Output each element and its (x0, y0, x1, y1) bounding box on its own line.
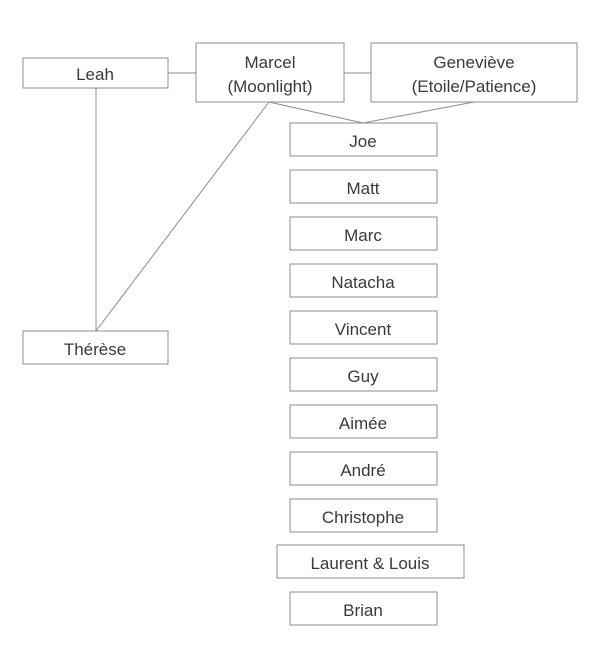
person-alias-marcel: (Moonlight) (227, 77, 312, 96)
person-box-therese: Thérèse (22, 330, 169, 365)
person-name-marc: Marc (344, 226, 382, 245)
person-name-laurent-louis: Laurent & Louis (310, 554, 429, 573)
person-name-matt: Matt (346, 179, 379, 198)
marcel-joe-connector (268, 101, 364, 124)
person-name-natacha: Natacha (331, 273, 395, 292)
person-box-natacha: Natacha (289, 263, 438, 298)
person-name-marcel: Marcel (244, 53, 295, 72)
person-name-brian: Brian (343, 601, 383, 620)
person-name-therese: Thérèse (64, 340, 126, 359)
person-box-aimee: Aimée (289, 404, 438, 439)
marcel-therese-connector (95, 101, 270, 332)
person-box-genevieve: Geneviève (Etoile/Patience) (370, 42, 578, 103)
genevieve-joe-connector (362, 101, 475, 124)
person-name-vincent: Vincent (335, 320, 392, 339)
person-name-aimee: Aimée (339, 414, 387, 433)
person-box-laurent-louis: Laurent & Louis (276, 544, 465, 579)
person-box-marc: Marc (289, 216, 438, 251)
person-box-andre: André (289, 451, 438, 486)
person-box-marcel: Marcel (Moonlight) (195, 42, 345, 103)
person-name-guy: Guy (347, 367, 379, 386)
person-name-joe: Joe (349, 132, 376, 151)
person-box-christophe: Christophe (289, 498, 438, 533)
person-box-leah: Leah (22, 57, 169, 89)
person-name-andre: André (340, 461, 385, 480)
person-name-christophe: Christophe (322, 508, 404, 527)
person-box-guy: Guy (289, 357, 438, 392)
person-name-genevieve: Geneviève (433, 53, 514, 72)
person-box-joe: Joe (289, 122, 438, 157)
person-alias-genevieve: (Etoile/Patience) (412, 77, 537, 96)
person-box-vincent: Vincent (289, 310, 438, 345)
person-name-leah: Leah (76, 65, 114, 84)
person-box-matt: Matt (289, 169, 438, 204)
person-box-brian: Brian (289, 591, 438, 626)
